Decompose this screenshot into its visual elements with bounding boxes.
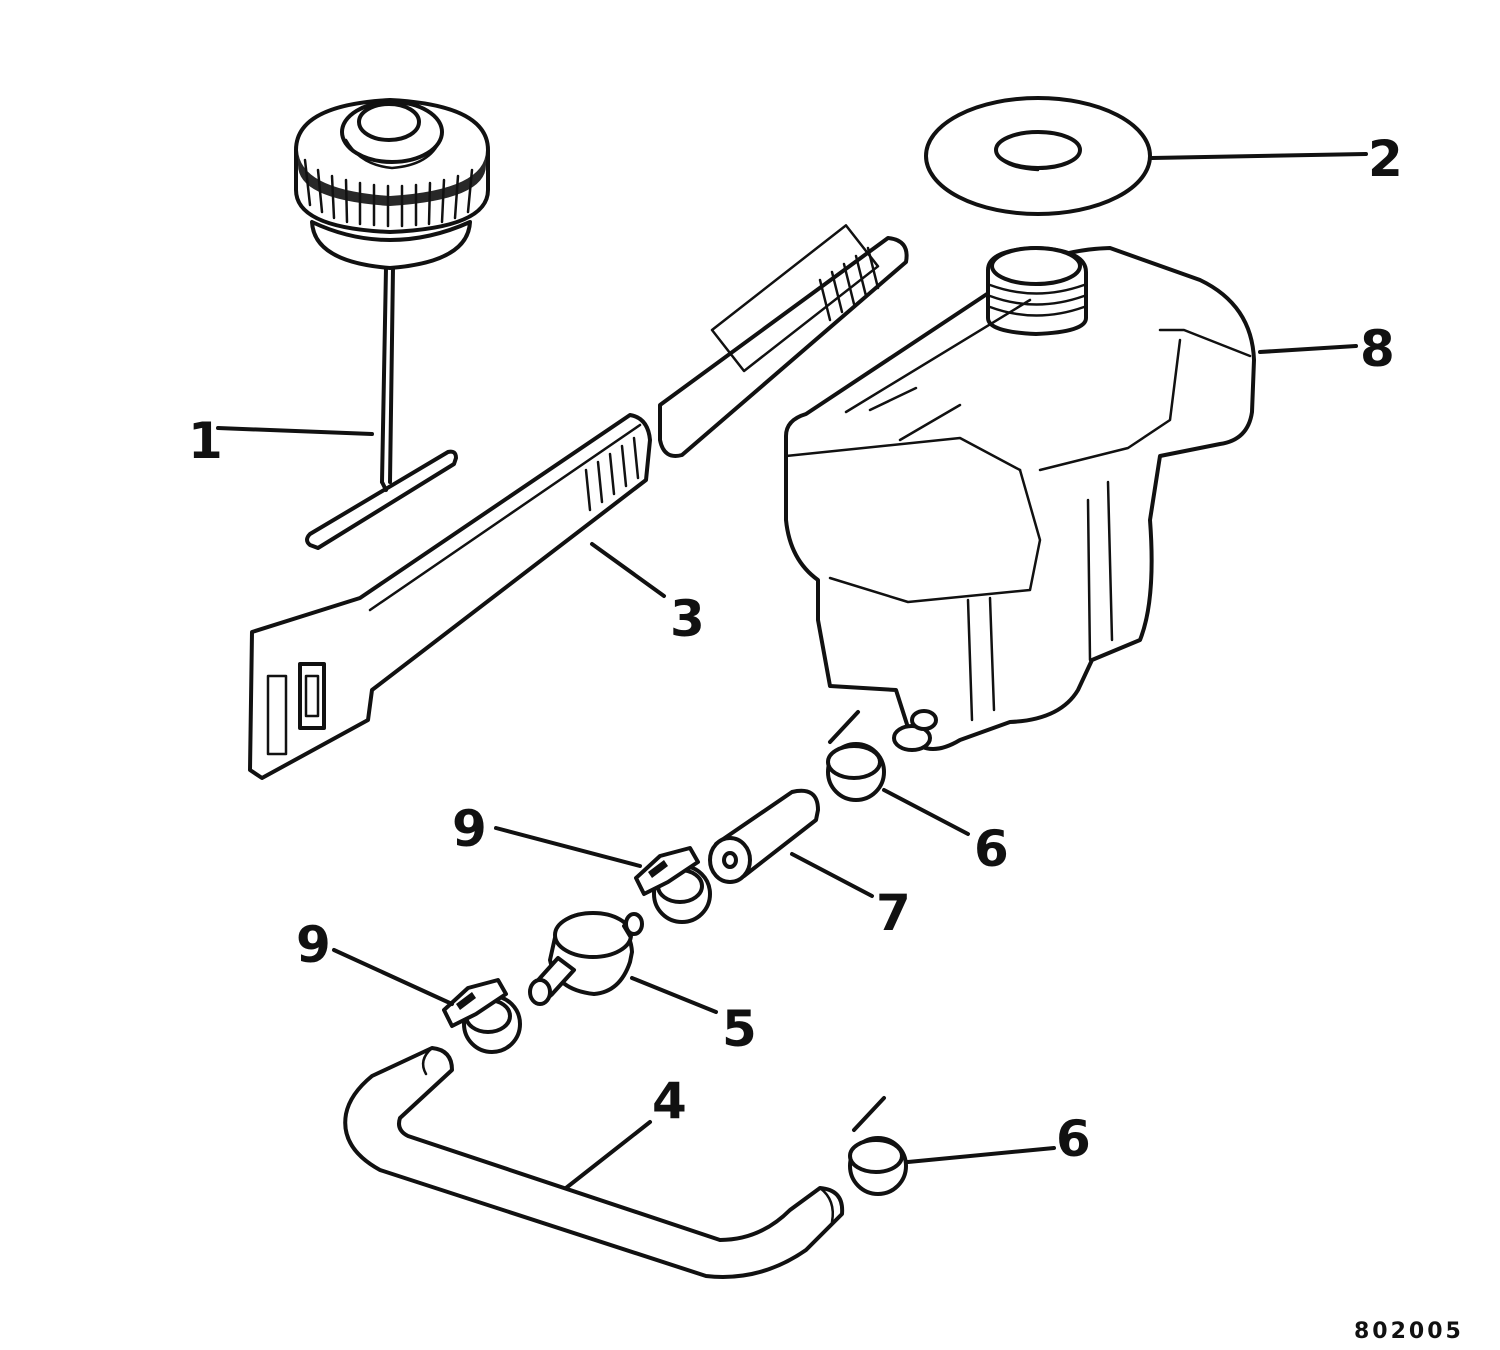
mounting-strap-part[interactable] bbox=[248, 224, 909, 780]
fuel-filter-part[interactable] bbox=[528, 911, 644, 1006]
figure-id: 802005 bbox=[1354, 1319, 1464, 1344]
cap-knurl bbox=[298, 150, 486, 228]
fuel-cap-part[interactable] bbox=[294, 98, 490, 550]
fuel-hose-part[interactable] bbox=[343, 1046, 845, 1279]
strap-grip-lower bbox=[584, 436, 640, 512]
callout-5: 5 bbox=[722, 1000, 757, 1058]
strap-grip-upper bbox=[818, 246, 880, 322]
callout-3: 3 bbox=[670, 590, 705, 648]
short-hose-part[interactable] bbox=[708, 788, 820, 884]
callout-labels: 1 2 3 8 6 9 7 9 5 4 6 bbox=[188, 130, 1403, 1168]
callout-1: 1 bbox=[188, 412, 223, 470]
callout-8: 8 bbox=[1360, 320, 1395, 378]
callout-4: 4 bbox=[652, 1072, 687, 1130]
callout-6-upper: 6 bbox=[974, 820, 1009, 878]
leader-lines bbox=[216, 152, 1368, 1190]
callout-9-upper: 9 bbox=[452, 800, 487, 858]
fuel-tank-part[interactable] bbox=[784, 246, 1256, 752]
callout-2: 2 bbox=[1368, 130, 1403, 188]
hose-clamp-lower-part[interactable] bbox=[442, 978, 522, 1054]
clamp-upper-part[interactable] bbox=[826, 710, 886, 802]
hose-clamp-upper-part[interactable] bbox=[634, 846, 712, 924]
callout-6-lower: 6 bbox=[1056, 1110, 1091, 1168]
clamp-lower-part[interactable] bbox=[848, 1096, 908, 1196]
gasket-washer-part[interactable] bbox=[924, 96, 1152, 216]
callout-7: 7 bbox=[876, 884, 911, 942]
callout-9-lower: 9 bbox=[296, 916, 331, 974]
filler-threads bbox=[988, 283, 1086, 317]
